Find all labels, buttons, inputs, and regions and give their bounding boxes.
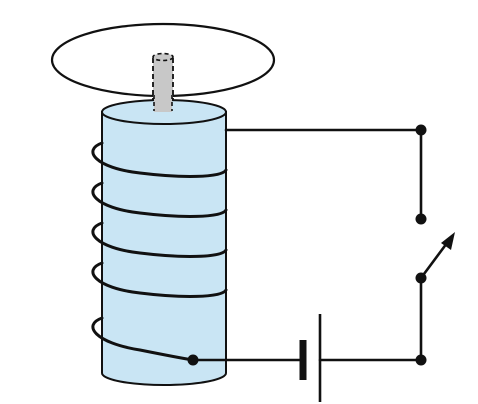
coil-winding (91, 141, 228, 362)
wires (191, 128, 423, 362)
battery (299, 314, 322, 402)
junction-bottom-right (415, 354, 427, 366)
switch-upper-contact (415, 213, 427, 225)
core-cylinder (101, 95, 227, 386)
switch-lever (419, 232, 455, 280)
junction-top-right (415, 124, 427, 136)
